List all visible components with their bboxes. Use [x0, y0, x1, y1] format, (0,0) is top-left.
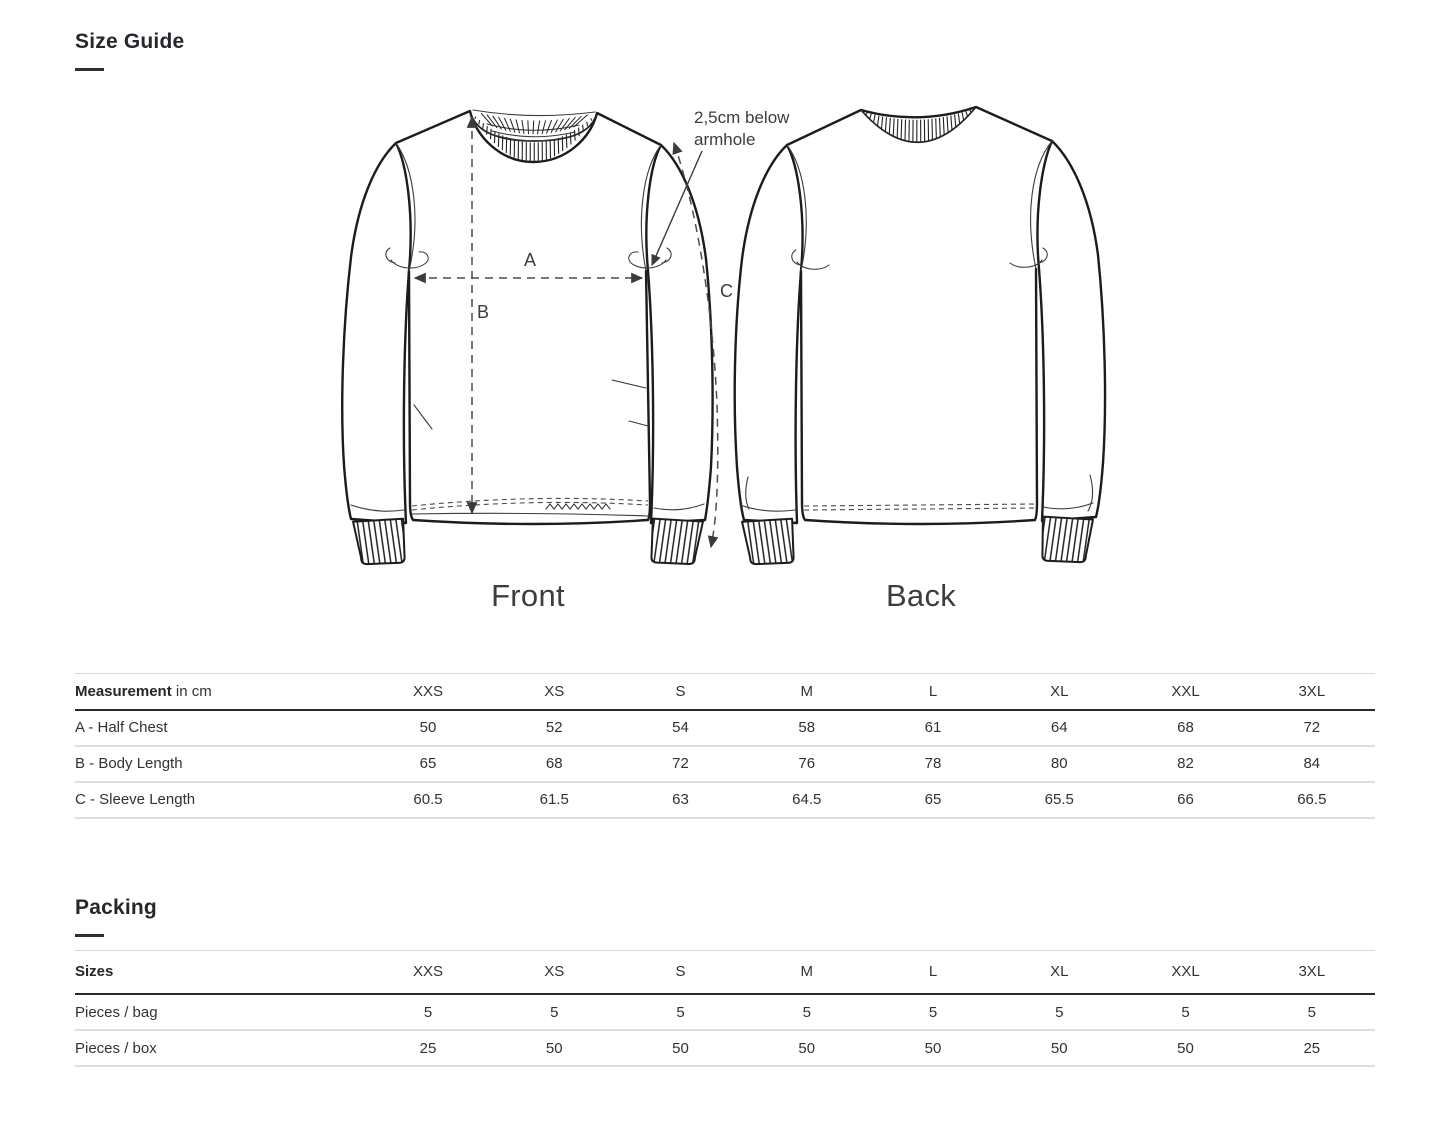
- column-header-xl: XL: [996, 673, 1123, 711]
- cell: 54: [617, 709, 744, 747]
- cell: 5: [364, 994, 492, 1031]
- back-garment: [733, 105, 1107, 566]
- cell: 65.5: [996, 781, 1123, 819]
- dimension-lines: [413, 115, 719, 549]
- dim-label-b: B: [477, 302, 490, 322]
- armhole-pointer-arrow: [651, 150, 703, 267]
- packing-header-bold: Sizes: [75, 963, 114, 981]
- packing-header-label: Sizes: [75, 949, 365, 995]
- cell: 68: [1122, 709, 1249, 747]
- column-header-xxs: XXS: [364, 673, 492, 711]
- cell: 58: [743, 709, 870, 747]
- row-label: Pieces / box: [75, 1030, 365, 1067]
- column-header-xs: XS: [491, 673, 618, 711]
- cell: 5: [1248, 994, 1375, 1031]
- title-underline-dash: [75, 68, 104, 71]
- cell: 80: [996, 745, 1123, 783]
- cell: 84: [1248, 745, 1375, 783]
- cell: 64.5: [743, 781, 870, 819]
- table-row-pieces-bag: Pieces / bag 5 5 5 5 5 5 5 5: [75, 994, 1375, 1031]
- cell: 66.5: [1248, 781, 1375, 819]
- table-row-pieces-box: Pieces / box 25 50 50 50 50 50 50 25: [75, 1030, 1375, 1067]
- cell: 50: [869, 1030, 997, 1067]
- cell: 50: [491, 1030, 618, 1067]
- table-row-sleeve-length: C - Sleeve Length 60.5 61.5 63 64.5 65 6…: [75, 781, 1375, 819]
- cell: 25: [364, 1030, 492, 1067]
- cell: 50: [996, 1030, 1123, 1067]
- cell: 50: [743, 1030, 870, 1067]
- front-garment: [341, 109, 714, 566]
- table-row-half-chest: A - Half Chest 50 52 54 58 61 64 68 72: [75, 709, 1375, 747]
- cell: 66: [1122, 781, 1249, 819]
- column-header-s: S: [617, 949, 744, 995]
- row-label: Pieces / bag: [75, 994, 365, 1031]
- cell: 5: [996, 994, 1123, 1031]
- cell: 25: [1248, 1030, 1375, 1067]
- column-header-xxs: XXS: [364, 949, 492, 995]
- measurement-header-bold: Measurement: [75, 682, 172, 700]
- cell: 50: [364, 709, 492, 747]
- measurement-header-row: Measurement in cm XXS XS S M L XL XXL 3X…: [75, 673, 1375, 711]
- armhole-annotation: 2,5cm below armhole: [694, 107, 789, 151]
- measurement-table: Measurement in cm XXS XS S M L XL XXL 3X…: [75, 673, 1375, 819]
- front-view-label: Front: [491, 578, 565, 613]
- column-header-xl: XL: [996, 949, 1123, 995]
- cell: 82: [1122, 745, 1249, 783]
- column-header-xxl: XXL: [1122, 949, 1249, 995]
- measurement-header-unit: in cm: [171, 682, 212, 700]
- page-title: Size Guide: [75, 30, 185, 53]
- cell: 50: [617, 1030, 744, 1067]
- cell: 76: [743, 745, 870, 783]
- cell: 60.5: [364, 781, 492, 819]
- dim-label-a: A: [524, 250, 537, 270]
- table-row-body-length: B - Body Length 65 68 72 76 78 80 82 84: [75, 745, 1375, 783]
- back-view-label: Back: [885, 578, 957, 613]
- column-header-m: M: [743, 673, 870, 711]
- garment-technical-drawing: [341, 105, 1107, 566]
- cell: 65: [869, 781, 997, 819]
- column-header-xxl: XXL: [1122, 673, 1249, 711]
- cell: 72: [1248, 709, 1375, 747]
- cell: 52: [491, 709, 618, 747]
- row-label: C - Sleeve Length: [75, 781, 365, 819]
- cell: 61: [869, 709, 997, 747]
- cell: 61.5: [491, 781, 618, 819]
- cell: 5: [491, 994, 618, 1031]
- column-header-m: M: [743, 949, 870, 995]
- row-label: B - Body Length: [75, 745, 365, 783]
- cell: 5: [1122, 994, 1249, 1031]
- packing-header-row: Sizes XXS XS S M L XL XXL 3XL: [75, 949, 1375, 995]
- dim-label-c: C: [720, 281, 733, 301]
- cell: 64: [996, 709, 1123, 747]
- dim-line-c: [672, 141, 719, 549]
- cell: 78: [869, 745, 997, 783]
- cell: 72: [617, 745, 744, 783]
- measurement-header-label: Measurement in cm: [75, 673, 365, 711]
- column-header-s: S: [617, 673, 744, 711]
- column-header-l: L: [869, 673, 997, 711]
- garment-diagram: 2,5cm below armhole A B C Front Back: [0, 85, 1445, 630]
- armhole-annotation-line1: 2,5cm below: [694, 108, 790, 127]
- column-header-3xl: 3XL: [1248, 949, 1375, 995]
- column-header-xs: XS: [491, 949, 618, 995]
- column-header-3xl: 3XL: [1248, 673, 1375, 711]
- armhole-annotation-line2: armhole: [694, 130, 756, 149]
- cell: 65: [364, 745, 492, 783]
- packing-underline-dash: [75, 933, 104, 937]
- cell: 63: [617, 781, 744, 819]
- cell: 5: [869, 994, 997, 1031]
- cell: 68: [491, 745, 618, 783]
- cell: 5: [617, 994, 744, 1031]
- cell: 5: [743, 994, 870, 1031]
- row-label: A - Half Chest: [75, 709, 365, 747]
- packing-title: Packing: [75, 895, 157, 919]
- cell: 50: [1122, 1030, 1249, 1067]
- packing-table: Sizes XXS XS S M L XL XXL 3XL Pieces / b…: [75, 949, 1375, 1067]
- column-header-l: L: [869, 949, 997, 995]
